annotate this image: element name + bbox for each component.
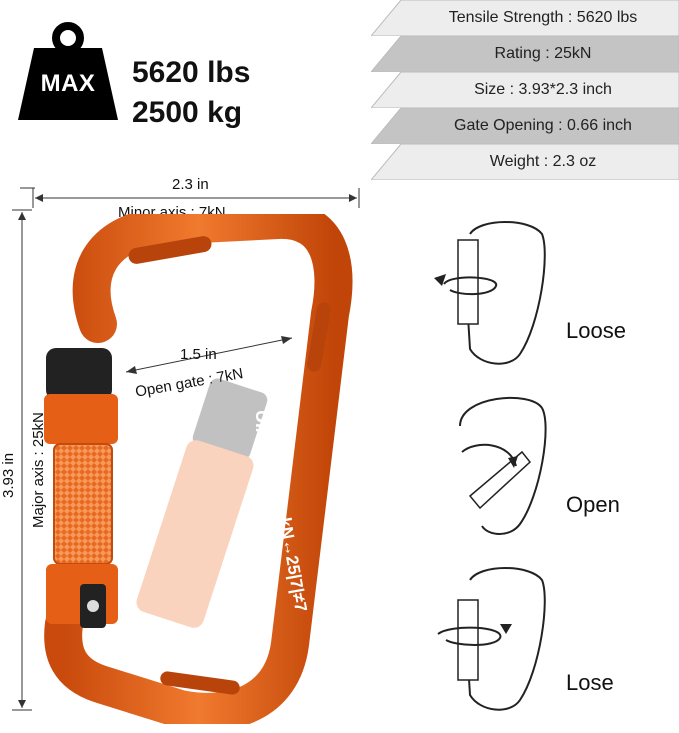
- gate-width-label: 1.5 in: [180, 346, 217, 363]
- spec-row: Weight : 2.3 oz: [371, 144, 679, 180]
- height-label: 3.93 in: [0, 452, 17, 498]
- open-state-diagram: [459, 397, 547, 535]
- state-label-lose: Lose: [566, 670, 614, 695]
- state-label-open: Open: [566, 492, 620, 517]
- max-badge-label: MAX: [40, 70, 96, 97]
- spec-text: Size : 3.93*2.3 inch: [474, 81, 612, 98]
- spec-row: Gate Opening : 0.66 inch: [371, 108, 679, 144]
- loose-state-diagram: [434, 221, 546, 365]
- weight-kg: 2500 kg: [132, 96, 243, 129]
- spec-text: Tensile Strength : 5620 lbs: [448, 9, 638, 26]
- spec-row: Rating : 25kN: [371, 36, 679, 72]
- spec-text: Rating : 25kN: [494, 45, 592, 62]
- carabiner-illustration: [44, 214, 353, 724]
- weight-lbs: 5620 lbs: [132, 56, 251, 89]
- spec-row-bg: [371, 72, 679, 108]
- gate-cap: [46, 348, 112, 400]
- locking-sleeve: [53, 443, 113, 565]
- spec-row: Size : 3.93*2.3 inch: [371, 72, 679, 108]
- spec-text: Weight : 2.3 oz: [489, 153, 597, 170]
- spec-row-bg: [371, 108, 679, 144]
- spec-text: Gate Opening : 0.66 inch: [454, 117, 632, 134]
- weight-icon: [18, 22, 118, 120]
- uiaa-mark: UIAA: [252, 410, 272, 454]
- open-gate-ghost: [136, 378, 268, 628]
- lose-state-diagram: [437, 567, 546, 711]
- spec-row-bg: [371, 144, 679, 180]
- spec-row-bg: [371, 36, 679, 72]
- spec-row-bg: [371, 0, 679, 36]
- width-label: 2.3 in: [172, 176, 209, 193]
- state-label-loose: Loose: [566, 318, 626, 343]
- spec-row: Tensile Strength : 5620 lbs: [371, 0, 679, 36]
